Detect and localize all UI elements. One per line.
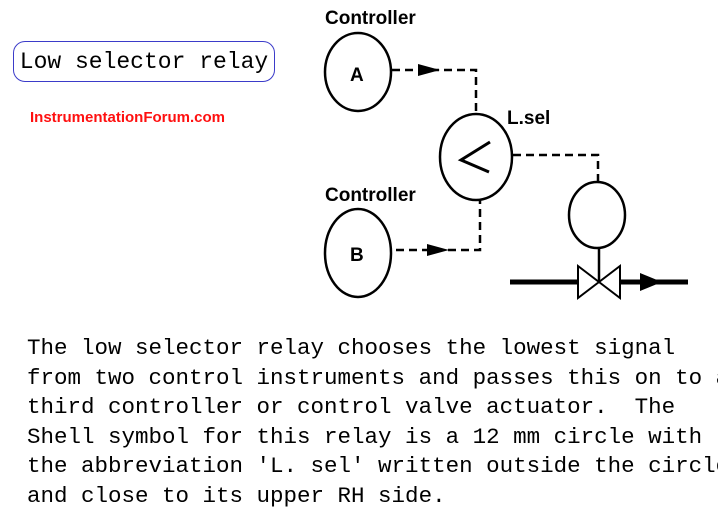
controller-a-label: Controller (325, 8, 416, 29)
control-valve-icon (577, 263, 621, 301)
controller-b-circle (323, 207, 393, 299)
signal-lines (392, 68, 600, 252)
description-line: from two control instruments and passes … (27, 364, 718, 391)
title: Low selector relay (19, 48, 269, 75)
description-line: the abbreviation 'L. sel' written outsid… (27, 453, 718, 479)
arrow-icon (418, 64, 440, 76)
description-line: third controller or control valve actuat… (27, 394, 676, 420)
arrow-icon (427, 244, 449, 256)
controller-b-label: Controller (325, 185, 416, 206)
valve-actuator-circle (567, 180, 627, 250)
description-line: The low selector relay chooses the lowes… (27, 335, 676, 361)
controller-a-letter: A (350, 65, 364, 86)
site-watermark: InstrumentationForum.com (30, 109, 226, 126)
selector-label: L.sel (507, 108, 550, 129)
controller-b-letter: B (350, 245, 364, 266)
description-line: and close to its upper RH side. (27, 482, 446, 509)
low-selector-circle (438, 112, 514, 202)
description: The low selector relay chooses the lowes… (27, 334, 718, 511)
title-box: Low selector relay (13, 41, 275, 82)
description-line: Shell symbol for this relay is a 12 mm c… (27, 423, 703, 450)
controller-a-circle (323, 31, 393, 113)
flow-arrow-icon (640, 273, 662, 291)
selector-symbol (457, 140, 491, 174)
